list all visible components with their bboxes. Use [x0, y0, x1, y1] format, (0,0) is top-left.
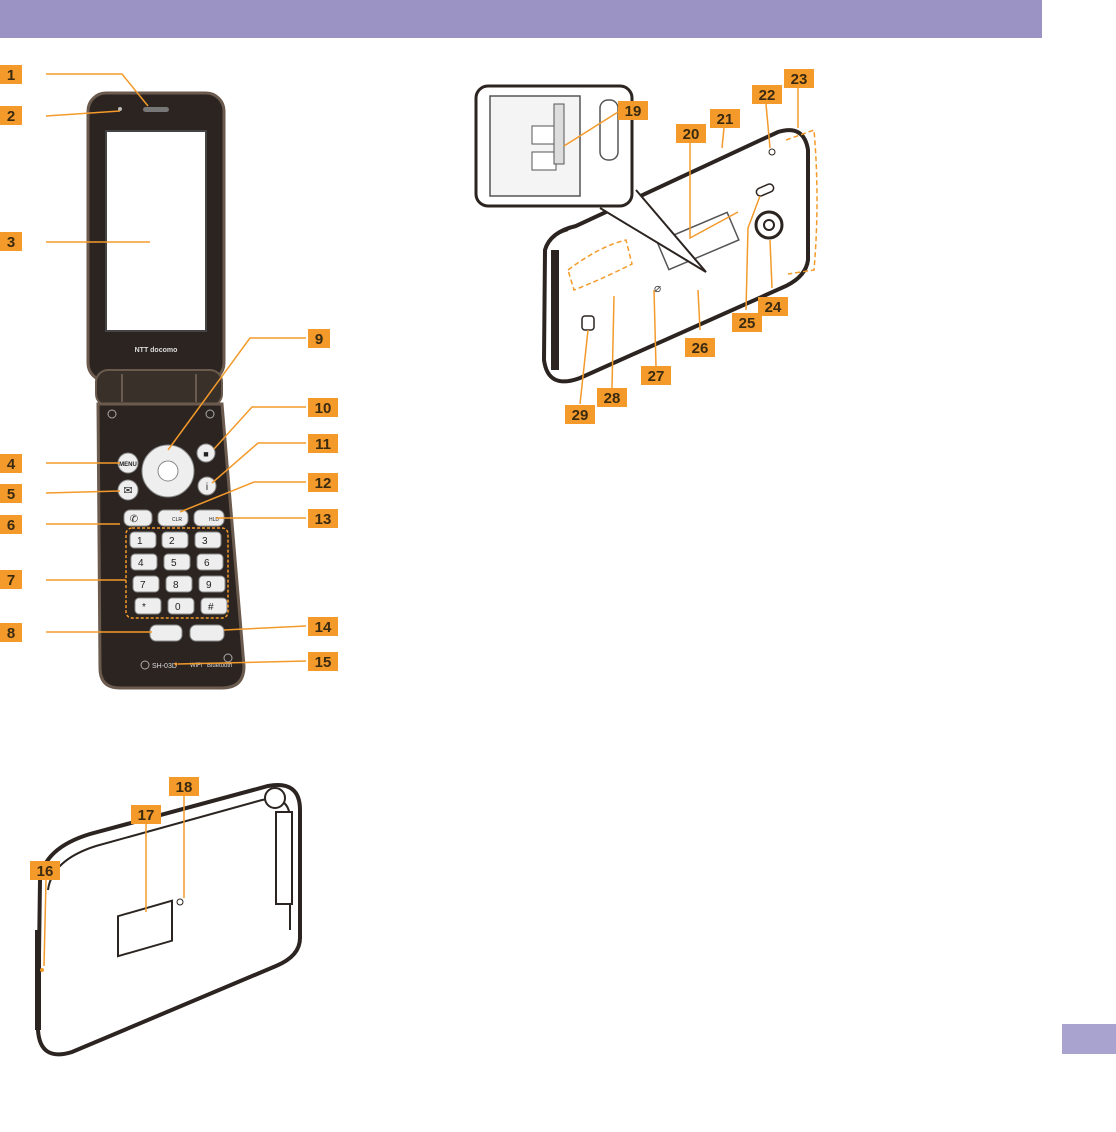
- svg-text:1: 1: [7, 67, 15, 84]
- svg-text:7: 7: [140, 580, 146, 591]
- callout-17: 17: [131, 805, 161, 824]
- svg-text:11: 11: [315, 436, 331, 453]
- svg-text:22: 22: [759, 87, 776, 104]
- svg-text:16: 16: [37, 863, 54, 880]
- callout-25: 25: [732, 313, 762, 332]
- svg-text:18: 18: [176, 779, 193, 796]
- callout-6: 6: [0, 515, 22, 534]
- call-icon: ✆: [130, 514, 138, 525]
- svg-text:8: 8: [7, 625, 15, 642]
- callout-26: 26: [685, 338, 715, 357]
- svg-text:4: 4: [7, 456, 16, 473]
- callout-5: 5: [0, 484, 22, 503]
- front-open-phone: NTT docomo MENU ✉ ■ i ✆ CLR HLD: [88, 93, 244, 688]
- svg-text:#: #: [208, 602, 214, 613]
- svg-text:8: 8: [173, 580, 179, 591]
- svg-text:26: 26: [692, 340, 709, 357]
- svg-text:25: 25: [739, 315, 756, 332]
- model-name: SH-03D: [152, 663, 177, 670]
- callout-1: 1: [0, 65, 22, 84]
- main-display: [106, 131, 206, 331]
- callout-20: 20: [676, 124, 706, 143]
- charge-lamp: [177, 899, 183, 905]
- callout-28: 28: [597, 388, 627, 407]
- imode-icon: i: [206, 482, 208, 493]
- callout-22: 22: [752, 85, 782, 104]
- svg-text:12: 12: [315, 475, 332, 492]
- svg-text:7: 7: [7, 572, 15, 589]
- svg-text:14: 14: [315, 619, 332, 636]
- menu-key-label: MENU: [119, 462, 137, 468]
- back-phone: ⌀: [476, 86, 817, 381]
- callout-18: 18: [169, 777, 199, 796]
- svg-text:0: 0: [175, 602, 181, 613]
- svg-text:1: 1: [137, 536, 143, 547]
- svg-text:17: 17: [138, 807, 155, 824]
- svg-text:9: 9: [315, 331, 323, 348]
- strap-hole: [40, 968, 44, 972]
- mic-mark: ⌀: [654, 281, 661, 295]
- callout-4: 4: [0, 454, 22, 473]
- callout-7: 7: [0, 570, 22, 589]
- callout-12: 12: [308, 473, 338, 492]
- svg-text:23: 23: [791, 71, 808, 88]
- callout-13: 13: [308, 509, 338, 528]
- brand-logo: NTT docomo: [135, 347, 178, 354]
- microphone: [175, 663, 178, 666]
- callout-3: 3: [0, 232, 22, 251]
- svg-text:3: 3: [202, 536, 208, 547]
- svg-text:6: 6: [204, 558, 210, 569]
- svg-text:27: 27: [648, 368, 665, 385]
- closed-hinge-window: [276, 812, 292, 904]
- callout-19: 19: [618, 101, 648, 120]
- microsd-slot: [600, 100, 618, 160]
- closed-phone: [38, 785, 300, 1054]
- camera-icon: ■: [203, 449, 208, 459]
- svg-text:5: 5: [7, 486, 15, 503]
- callout-23: 23: [784, 69, 814, 88]
- svg-text:6: 6: [7, 517, 15, 534]
- mail-icon: ✉: [123, 485, 132, 497]
- clear-key-label: CLR: [172, 517, 182, 523]
- svg-text:4: 4: [138, 558, 144, 569]
- svg-text:*: *: [142, 602, 146, 613]
- svg-text:3: 3: [7, 234, 15, 251]
- voice-key[interactable]: [150, 625, 182, 641]
- strap-hole-back: [769, 149, 775, 155]
- svg-text:10: 10: [315, 400, 332, 417]
- light-key[interactable]: [190, 625, 224, 641]
- svg-text:13: 13: [315, 511, 332, 528]
- svg-text:29: 29: [572, 407, 589, 424]
- callout-21: 21: [710, 109, 740, 128]
- center-key[interactable]: [158, 461, 178, 481]
- svg-text:2: 2: [169, 536, 175, 547]
- callout-11: 11: [308, 434, 338, 453]
- svg-text:2: 2: [7, 108, 15, 125]
- svg-text:15: 15: [315, 654, 332, 671]
- callout-15: 15: [308, 652, 338, 671]
- callout-29: 29: [565, 405, 595, 424]
- callout-14: 14: [308, 617, 338, 636]
- svg-text:24: 24: [765, 299, 782, 316]
- svg-text:28: 28: [604, 390, 621, 407]
- svg-text:21: 21: [717, 111, 734, 128]
- callout-8: 8: [0, 623, 22, 642]
- callout-9: 9: [308, 329, 330, 348]
- callout-27: 27: [641, 366, 671, 385]
- callout-24: 24: [758, 297, 788, 316]
- callout-16: 16: [30, 861, 60, 880]
- earpiece: [143, 107, 169, 112]
- svg-text:19: 19: [625, 103, 642, 120]
- hinge: [96, 370, 222, 406]
- svg-text:20: 20: [683, 126, 700, 143]
- callout-2: 2: [0, 106, 22, 125]
- svg-text:9: 9: [206, 580, 212, 591]
- callout-10: 10: [308, 398, 338, 417]
- svg-text:5: 5: [171, 558, 177, 569]
- battery-lock: [582, 316, 594, 330]
